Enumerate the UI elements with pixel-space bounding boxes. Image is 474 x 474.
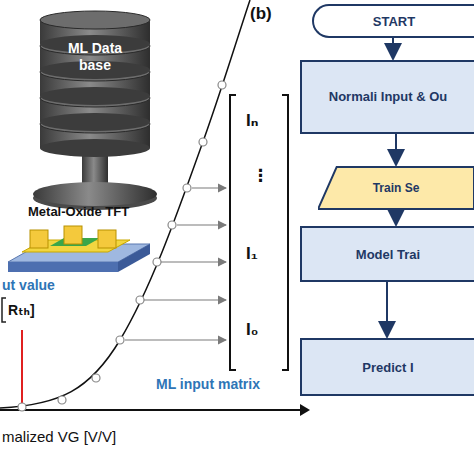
node-text: Model Trai bbox=[356, 247, 420, 262]
axis-label: malized VG [V/V] bbox=[2, 428, 116, 445]
data-parallelogram: Train Se bbox=[318, 166, 474, 210]
transfer-curve bbox=[0, 0, 250, 408]
flow-arrow bbox=[386, 282, 388, 337]
node-text: START bbox=[373, 14, 415, 29]
matrix-entry: ⋮ bbox=[252, 165, 269, 186]
node-text: Predict I bbox=[362, 360, 413, 375]
matrix-entry: I₁ bbox=[246, 244, 258, 264]
panel-label: (b) bbox=[250, 4, 272, 24]
process-box: Model Trai bbox=[300, 226, 474, 282]
database-disks bbox=[40, 11, 150, 157]
flow-arrow bbox=[395, 210, 397, 225]
flow-arrow bbox=[395, 134, 397, 165]
matrix-bracket bbox=[282, 95, 288, 370]
sample-arrows bbox=[125, 188, 226, 340]
flow-arrow bbox=[392, 38, 394, 59]
matrix-entry: Iₙ bbox=[246, 110, 258, 131]
start-terminal: START bbox=[312, 4, 474, 38]
threshold-marker bbox=[21, 330, 23, 410]
sample-points bbox=[18, 81, 226, 411]
matrix-label: ML input matrix bbox=[156, 376, 260, 392]
output-bracket bbox=[2, 298, 6, 322]
node-text: ML Data base bbox=[54, 40, 136, 75]
x-axis bbox=[0, 409, 300, 411]
process-box: Normali Input & Ou bbox=[300, 60, 474, 134]
process-box: Predict I bbox=[300, 338, 474, 396]
output-label: ut value bbox=[2, 277, 55, 293]
x-axis-head bbox=[300, 404, 310, 416]
tft-device bbox=[8, 226, 150, 272]
database-cylinder: ML Data base bbox=[40, 22, 150, 92]
matrix-entry: I₀ bbox=[246, 320, 258, 340]
database-stand bbox=[33, 150, 157, 210]
output-symbol: Rₜₕ] bbox=[8, 302, 35, 318]
device-label: Metal-Oxide TFT bbox=[28, 204, 129, 219]
node-text: Normali Input & Ou bbox=[329, 88, 447, 106]
node-text: Train Se bbox=[373, 181, 420, 195]
matrix-bracket bbox=[230, 95, 236, 370]
